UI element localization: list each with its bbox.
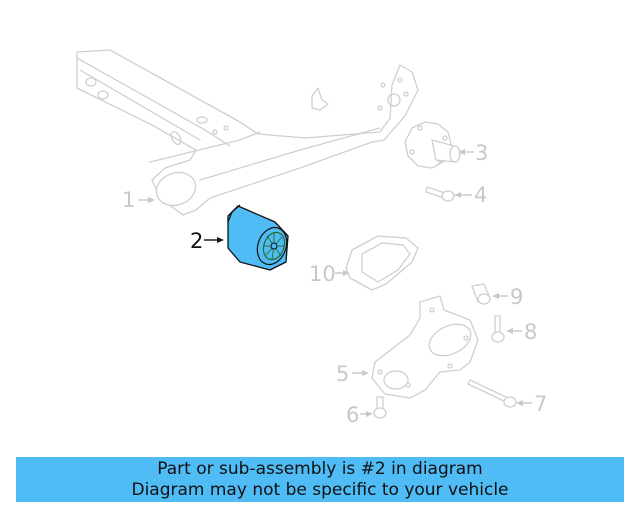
bushing-part-9[interactable]: [471, 283, 491, 305]
svg-text:8: 8: [524, 320, 537, 344]
svg-text:9: 9: [510, 285, 523, 309]
callout-3[interactable]: 3: [458, 141, 488, 165]
callout-6[interactable]: 6: [346, 403, 373, 427]
callout-4[interactable]: 4: [454, 183, 487, 207]
banner-part-notice: Part or sub-assembly is #2 in diagram: [157, 459, 483, 479]
svg-text:10: 10: [309, 262, 336, 286]
callout-1[interactable]: 1: [122, 188, 155, 212]
callout-5[interactable]: 5: [336, 362, 369, 386]
banner-disclaimer: Diagram may not be specific to your vehi…: [131, 480, 509, 500]
svg-text:1: 1: [122, 188, 135, 212]
callout-10[interactable]: 10: [309, 262, 350, 286]
svg-text:3: 3: [475, 141, 488, 165]
axle-beam-part[interactable]: [76, 49, 419, 216]
bushing-part-highlighted[interactable]: [227, 204, 292, 271]
svg-text:6: 6: [346, 403, 359, 427]
svg-text:5: 5: [336, 362, 349, 386]
bolt-part-7[interactable]: [467, 379, 517, 408]
callout-7[interactable]: 7: [516, 392, 547, 416]
bracket-plate-part[interactable]: [345, 235, 419, 291]
svg-text:4: 4: [474, 183, 487, 207]
info-banner: Part or sub-assembly is #2 in diagram Di…: [16, 457, 624, 502]
callout-2[interactable]: 2: [190, 229, 224, 253]
bolt-part-6[interactable]: [373, 396, 387, 419]
bolt-part-4[interactable]: [425, 186, 455, 202]
svg-text:2: 2: [190, 229, 203, 253]
parts-diagram: 1 2: [76, 49, 547, 427]
callout-9[interactable]: 9: [492, 285, 523, 309]
svg-text:7: 7: [534, 392, 547, 416]
bolt-part-8[interactable]: [491, 315, 505, 343]
mounting-bracket-part[interactable]: [371, 295, 479, 399]
callout-8[interactable]: 8: [506, 320, 537, 344]
wheel-hub-part[interactable]: [404, 121, 461, 169]
